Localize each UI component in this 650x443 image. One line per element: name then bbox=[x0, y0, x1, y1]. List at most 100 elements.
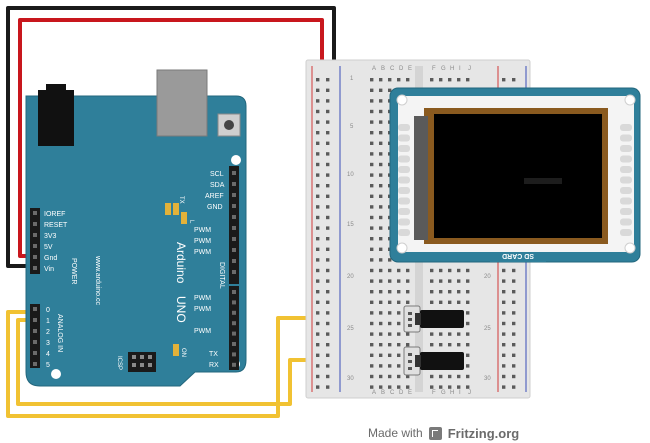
breadboard-hole bbox=[326, 321, 330, 326]
breadboard-hole bbox=[370, 332, 374, 336]
breadboard-hole bbox=[370, 226, 374, 230]
pot1-pin-c bbox=[408, 324, 412, 327]
breadboard-hole bbox=[379, 343, 383, 347]
breadboard-hole bbox=[406, 290, 410, 294]
header-pin-socket bbox=[33, 222, 37, 226]
breadboard-hole bbox=[370, 141, 374, 145]
row-30: 30 bbox=[347, 376, 354, 382]
tft-pin-pad bbox=[398, 124, 410, 131]
breadboard-hole bbox=[379, 141, 383, 145]
tft-pin-pad bbox=[620, 176, 632, 184]
breadboard-hole bbox=[316, 226, 320, 230]
breadboard-hole bbox=[326, 343, 330, 347]
pwm-label-10: PWM bbox=[194, 238, 211, 245]
breadboard-hole bbox=[397, 290, 401, 294]
breadboard-hole bbox=[502, 385, 506, 389]
breadboard-hole bbox=[326, 268, 330, 273]
breadboard-hole bbox=[388, 353, 392, 357]
breadboard-hole bbox=[512, 343, 516, 347]
breadboard-hole bbox=[430, 343, 434, 347]
breadboard-hole bbox=[457, 268, 461, 273]
tft-pin-pad bbox=[398, 208, 410, 215]
breadboard-hole bbox=[430, 290, 434, 294]
breadboard-hole bbox=[316, 99, 320, 103]
breadboard-hole bbox=[316, 343, 320, 347]
col-f: F bbox=[432, 66, 436, 72]
breadboard-hole bbox=[316, 152, 320, 156]
reset-button-cap bbox=[224, 120, 234, 130]
breadboard-hole bbox=[466, 374, 470, 379]
analog-pin-4: 4 bbox=[46, 351, 50, 358]
pot1-knob bbox=[415, 313, 421, 325]
col-c: C bbox=[390, 66, 395, 72]
breadboard-hole bbox=[379, 78, 383, 82]
breadboard-hole bbox=[316, 332, 320, 336]
wire-red-5v bbox=[18, 18, 324, 258]
tft-pin-pad bbox=[620, 166, 632, 173]
breadboard-hole bbox=[370, 162, 374, 167]
breadboard-hole bbox=[406, 300, 410, 304]
tft-pin-pad bbox=[620, 197, 632, 205]
breadboard-hole bbox=[326, 99, 330, 103]
breadboard-hole bbox=[388, 321, 392, 326]
breadboard-hole bbox=[466, 321, 470, 326]
breadboard-hole bbox=[448, 332, 452, 336]
header-pin-socket bbox=[33, 211, 37, 215]
header-pin-socket bbox=[232, 182, 236, 186]
breadboard-hole bbox=[397, 300, 401, 304]
breadboard-hole bbox=[397, 332, 401, 336]
pot2-pin-c bbox=[408, 367, 412, 370]
breadboard-hole bbox=[466, 364, 470, 368]
breadboard-hole bbox=[406, 78, 410, 82]
breadboard-hole bbox=[326, 311, 330, 315]
breadboard-hole bbox=[370, 237, 374, 241]
rx-label: RX bbox=[209, 362, 219, 369]
breadboard-hole bbox=[388, 78, 392, 82]
breadboard-hole bbox=[502, 374, 506, 379]
analog-in-label: ANALOG IN bbox=[56, 314, 63, 352]
tft-pin-pad bbox=[398, 197, 410, 205]
arduino-board bbox=[25, 95, 247, 387]
analog-pin-1: 1 bbox=[46, 318, 50, 325]
breadboard-hole bbox=[316, 184, 320, 188]
breadboard-hole bbox=[379, 279, 383, 283]
analog-pin-0: 0 bbox=[46, 307, 50, 314]
col-i: I bbox=[459, 66, 461, 72]
led-tx-label: TX bbox=[178, 196, 184, 204]
breadboard-hole bbox=[512, 311, 516, 315]
breadboard-hole bbox=[397, 268, 401, 273]
breadboard-hole bbox=[512, 279, 516, 283]
col-g: G bbox=[441, 66, 446, 72]
breadboard-hole bbox=[379, 226, 383, 230]
breadboard-hole bbox=[316, 109, 320, 114]
breadboard-hole bbox=[370, 268, 374, 273]
tft-mount-hole-tl bbox=[396, 94, 408, 106]
fritzing-brand-link[interactable]: Fritzing.org bbox=[447, 425, 520, 441]
tft-pin-pad bbox=[620, 155, 632, 163]
pot2-pin-b bbox=[408, 360, 412, 363]
pin-label-3v3: 3V3 bbox=[44, 233, 57, 240]
breadboard-hole bbox=[430, 78, 434, 82]
breadboard-hole bbox=[316, 290, 320, 294]
breadboard-hole bbox=[316, 268, 320, 273]
breadboard-hole bbox=[326, 109, 330, 114]
breadboard-hole bbox=[388, 88, 392, 92]
breadboard-hole bbox=[448, 279, 452, 283]
breadboard-hole bbox=[379, 88, 383, 92]
right-header-digital-upper bbox=[229, 166, 239, 284]
breadboard-hole bbox=[316, 311, 320, 315]
breadboard-hole bbox=[326, 247, 330, 251]
breadboard-hole bbox=[388, 311, 392, 315]
breadboard-hole bbox=[316, 78, 320, 82]
breadboard-hole bbox=[406, 385, 410, 389]
made-with-text: Made with bbox=[368, 426, 423, 440]
tft-pins-right bbox=[620, 124, 632, 236]
breadboard-hole bbox=[379, 162, 383, 167]
breadboard-hole bbox=[379, 332, 383, 336]
breadboard-hole bbox=[457, 332, 461, 336]
breadboard-hole bbox=[502, 279, 506, 283]
left-power-labels: IOREF RESET 3V3 5V Gnd Vin bbox=[44, 211, 68, 273]
col-j-bottom: J bbox=[468, 390, 471, 396]
breadboard-hole bbox=[448, 385, 452, 389]
